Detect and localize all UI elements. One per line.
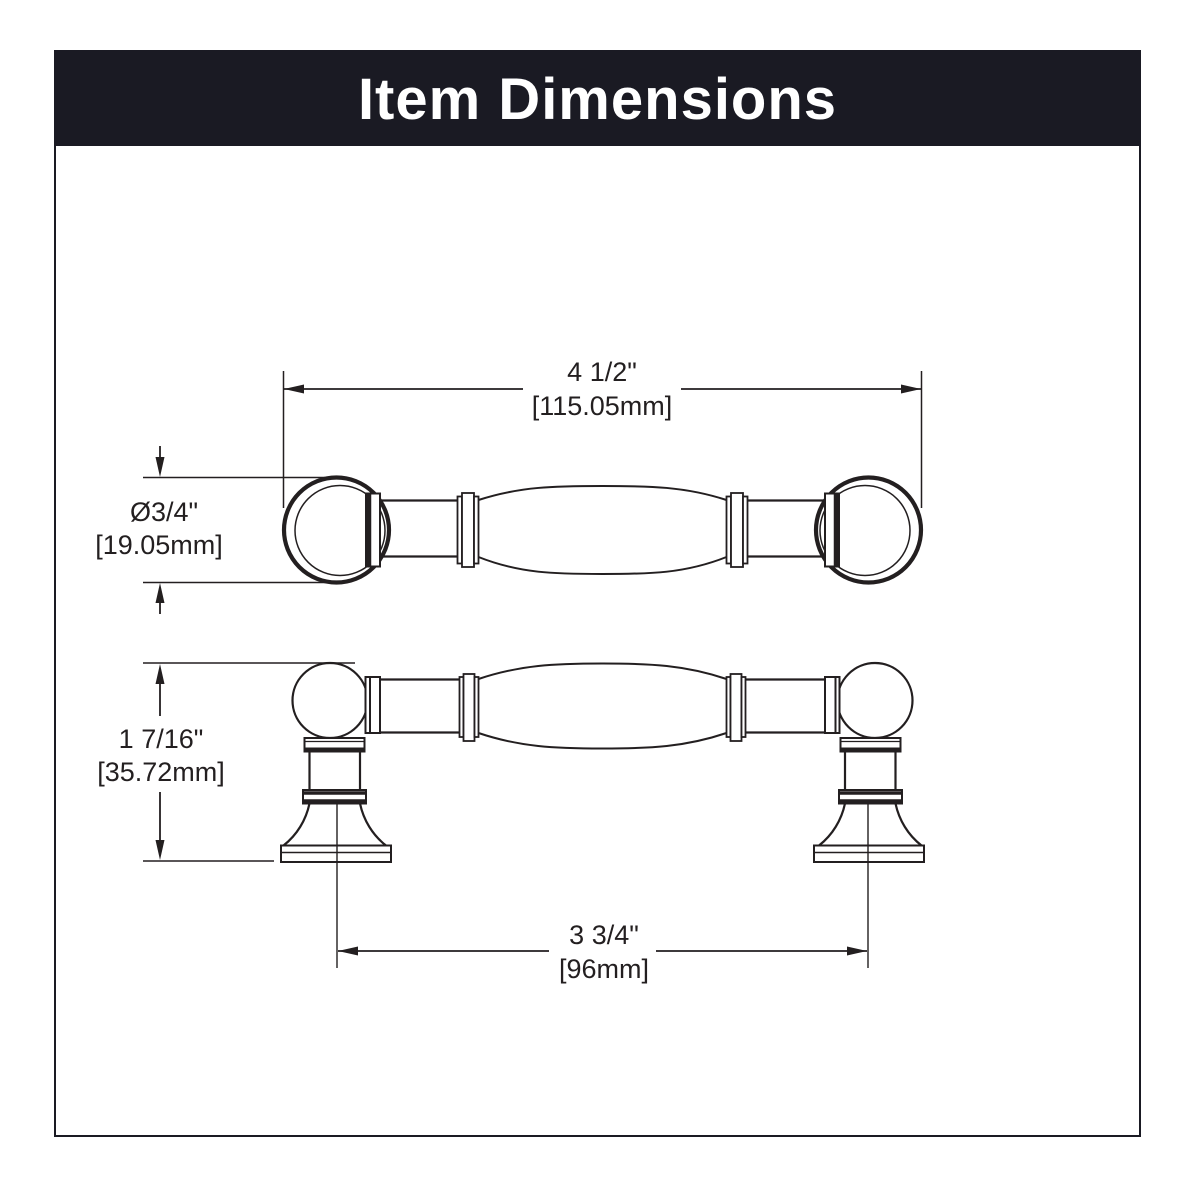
right-mounting-post — [813, 737, 925, 968]
header-bar: Item Dimensions — [56, 52, 1139, 146]
right-dome — [836, 661, 914, 740]
left-ball-end — [281, 475, 392, 585]
diameter-mm-label: [19.05mm] — [95, 530, 223, 560]
left-ring-side — [458, 673, 480, 742]
side-view-drawing: 1 7/16" [35.72mm] — [97, 661, 925, 984]
handle-side-view — [280, 661, 925, 968]
page-title: Item Dimensions — [357, 66, 838, 132]
top-view-drawing: 4 1/2" [115.05mm] Ø3/4" [19.05mm] — [95, 357, 924, 614]
left-dome — [291, 661, 369, 740]
right-grip-collar — [824, 676, 841, 734]
length-mm-label: [115.05mm] — [532, 391, 673, 421]
spacing-mm-label: [96mm] — [559, 954, 649, 984]
right-ring-side — [725, 673, 747, 742]
spindle-grip — [478, 484, 727, 576]
drawing-frame: Item Dimensions — [54, 50, 1141, 1137]
diameter-inches-label: Ø3/4" — [130, 497, 198, 527]
left-mounting-post — [280, 737, 392, 968]
right-ring — [725, 492, 749, 568]
length-dimension: 4 1/2" [115.05mm] — [282, 357, 923, 508]
spindle-grip-side — [478, 662, 727, 750]
height-inches-label: 1 7/16" — [119, 724, 204, 754]
left-ring — [456, 492, 480, 568]
right-base — [813, 844, 925, 863]
diameter-dimension: Ø3/4" [19.05mm] — [95, 446, 332, 614]
height-dimension: 1 7/16" [35.72mm] — [97, 662, 355, 862]
right-ball-end — [813, 475, 924, 585]
handle-top-view — [281, 475, 924, 585]
spacing-inches-label: 3 3/4" — [569, 920, 639, 950]
left-grip-collar — [364, 676, 381, 734]
length-inches-label: 4 1/2" — [567, 357, 637, 387]
height-mm-label: [35.72mm] — [97, 757, 225, 787]
spacing-dimension: 3 3/4" [96mm] — [338, 920, 867, 984]
left-base — [280, 844, 392, 863]
